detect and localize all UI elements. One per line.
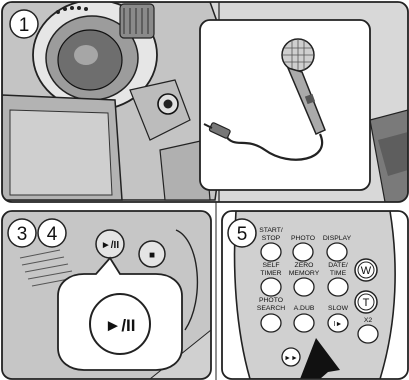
step-4-label: 4 (47, 224, 58, 245)
step-5-label: 5 (237, 224, 248, 245)
svg-text:STOP: STOP (262, 235, 281, 242)
date-time-button[interactable] (328, 278, 348, 296)
step-5-marker: 5 (228, 219, 256, 247)
svg-text:SEARCH: SEARCH (257, 305, 285, 312)
bottom-left-panel: ►/II ■ ►/II 3 4 (2, 211, 211, 379)
slow-button[interactable]: I► (328, 314, 348, 332)
step-3-label: 3 (17, 224, 28, 245)
svg-text:SLOW: SLOW (328, 305, 349, 312)
fast-forward-button[interactable]: ►► (282, 348, 300, 366)
svg-text:TIMER: TIMER (260, 270, 281, 277)
self-timer-button[interactable] (261, 278, 281, 296)
x2-button[interactable] (358, 325, 378, 343)
svg-text:ZERO: ZERO (295, 262, 314, 269)
svg-text:T: T (363, 297, 370, 309)
zoom-t-button[interactable]: T (355, 291, 377, 313)
svg-text:SELF: SELF (263, 262, 280, 269)
bottom-right-panel: START/ STOP PHOTO DISPLAY W SELF TIMER Z… (222, 211, 408, 379)
zoom-w-button[interactable]: W (355, 259, 377, 281)
photo-search-button[interactable] (261, 314, 281, 332)
step-4-marker: 4 (38, 219, 66, 247)
step-3-marker: 3 (8, 219, 36, 247)
svg-text:PHOTO: PHOTO (291, 235, 315, 242)
svg-text:DATE/: DATE/ (328, 262, 348, 269)
play-pause-small-label: ►/II (101, 240, 119, 251)
svg-text:W: W (361, 265, 372, 277)
svg-text:PHOTO: PHOTO (259, 297, 283, 304)
stop-icon: ■ (149, 250, 155, 261)
display-button[interactable] (327, 243, 347, 261)
svg-text:MEMORY: MEMORY (289, 270, 320, 277)
stop-button[interactable]: ■ (139, 241, 165, 267)
svg-text:A.DUB: A.DUB (294, 305, 315, 312)
fast-forward-icon: ►► (284, 355, 298, 362)
play-pause-callout: ►/II (58, 258, 182, 370)
play-pause-button-large[interactable]: ►/II (90, 294, 150, 354)
top-panel: 1 (2, 0, 408, 202)
zero-memory-button[interactable] (294, 278, 314, 296)
remote-row2-labels: SELF TIMER ZERO MEMORY DATE/ TIME (260, 262, 347, 277)
a-dub-button[interactable] (294, 314, 314, 332)
svg-text:START/: START/ (259, 227, 283, 234)
svg-text:TIME: TIME (330, 270, 347, 277)
play-pause-button-small[interactable]: ►/II (96, 230, 124, 258)
svg-text:DISPLAY: DISPLAY (323, 235, 352, 242)
svg-text:X2: X2 (364, 317, 373, 324)
step-1-label: 1 (19, 15, 30, 36)
step-1-marker: 1 (10, 10, 38, 38)
photo-button[interactable] (293, 243, 313, 261)
microphone-callout (200, 20, 370, 190)
slow-icon: I► (334, 321, 343, 328)
play-pause-large-label: ►/II (105, 316, 136, 335)
start-stop-button[interactable] (261, 243, 281, 261)
